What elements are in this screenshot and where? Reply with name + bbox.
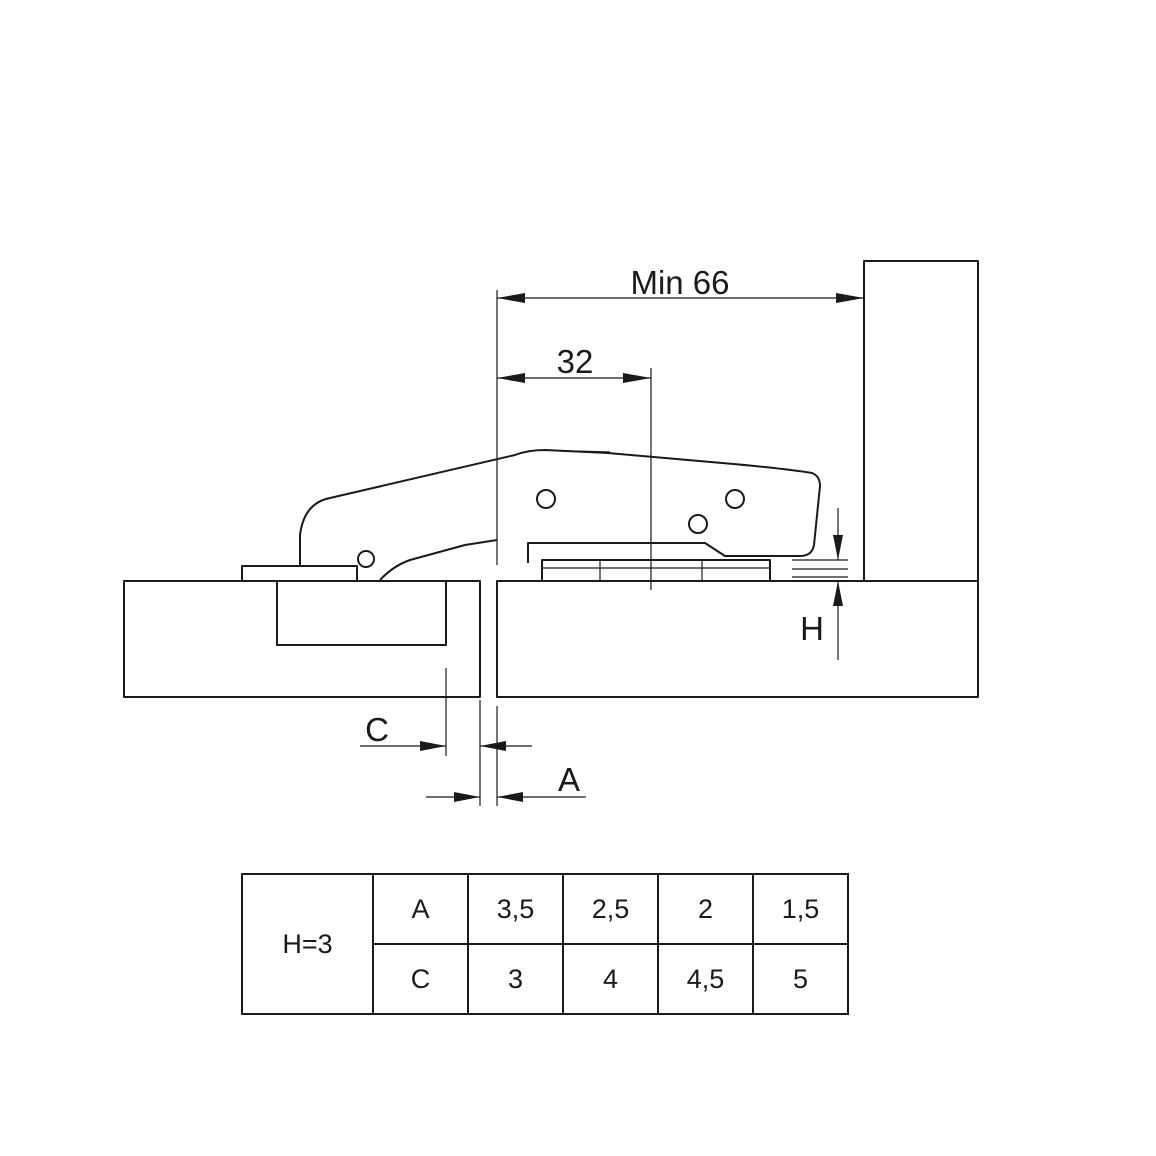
dimension-label-min: Min 66 (630, 264, 729, 301)
hinge-arm-lower (379, 539, 498, 581)
dimension-label-a: A (558, 761, 580, 798)
door-panel (123, 580, 481, 698)
cabinet-side-panel (496, 580, 979, 698)
cabinet-vertical-panel (863, 260, 979, 582)
arrowhead (623, 373, 651, 383)
arrowhead (833, 535, 843, 560)
hinge-top-detail-2 (739, 464, 753, 467)
table-cell: 3 (467, 943, 564, 1015)
hinge-cup-recess (276, 581, 447, 646)
dimension-label-c: C (365, 711, 389, 748)
table-cell: 1,5 (752, 873, 849, 945)
table-cell: 5 (752, 943, 849, 1015)
arrowhead (497, 373, 525, 383)
table-row: H=3 A 3,5 2,5 2 1,5 (241, 873, 849, 1015)
arrowhead (454, 792, 480, 802)
table-param-label: A (372, 873, 469, 945)
table-cell: 2 (657, 873, 754, 945)
pivot-circle (357, 550, 375, 568)
spec-table: H=3 A 3,5 2,5 2 1,5 C 3 4 4,5 5 (241, 873, 849, 1015)
arrowhead (497, 792, 523, 802)
table-cell: 2,5 (562, 873, 659, 945)
table-param-label: C (372, 943, 469, 1015)
hinge-top-detail (574, 450, 611, 453)
arrowhead (833, 581, 843, 606)
adjust-screw-circle (536, 489, 556, 509)
adjust-screw-circle (725, 489, 745, 509)
arrowhead (480, 741, 506, 751)
arrowhead (836, 293, 864, 303)
mounting-plate (541, 559, 771, 582)
adjust-screw-circle (688, 514, 708, 534)
hinge-arm (299, 449, 821, 566)
dimension-label-32: 32 (557, 343, 594, 380)
dimension-label-h: H (800, 610, 824, 647)
table-h-label: H=3 (241, 873, 374, 1015)
table-row: C 3 4 4,5 5 (242, 943, 849, 1015)
table-cell: 3,5 (467, 873, 564, 945)
table-cell: 4,5 (657, 943, 754, 1015)
arrowhead (420, 741, 446, 751)
table-cell: 4 (562, 943, 659, 1015)
arrowhead (497, 293, 525, 303)
hinge-cup-flange (241, 565, 358, 582)
